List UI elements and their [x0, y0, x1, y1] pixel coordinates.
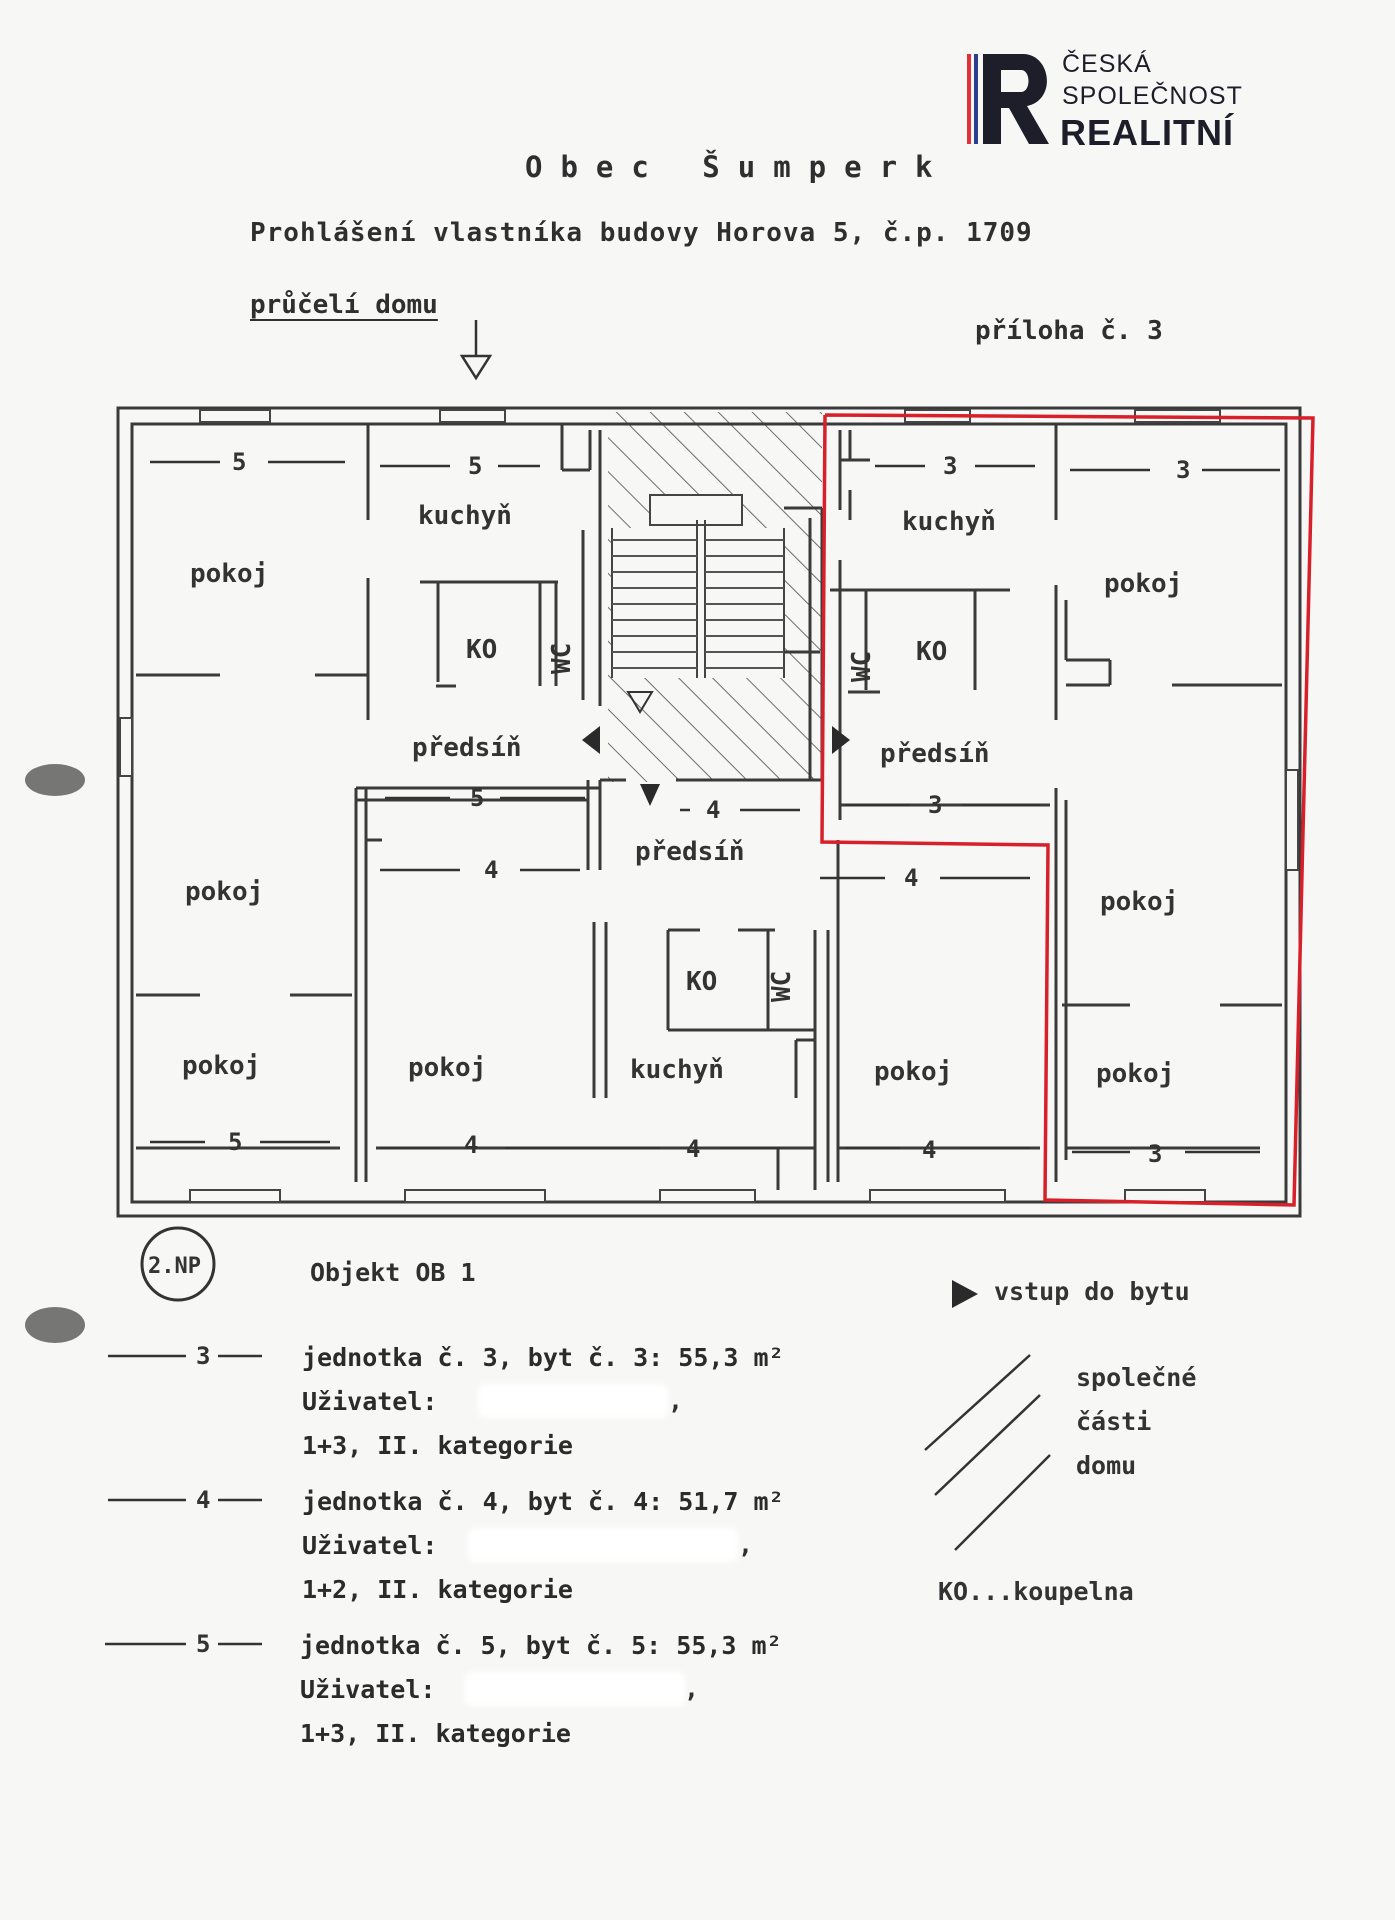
unit-4-legend: jednotka č. 4, byt č. 4: 51,7 m² Uživate…	[302, 1480, 784, 1612]
stair-treads	[612, 539, 784, 669]
unit-number-markers: 5 5 3 3 5 4 3 4 4 5 4 4 4 3	[228, 448, 1190, 1168]
logo-line-3: REALITNÍ	[1060, 112, 1234, 153]
frontage-arrow	[459, 320, 493, 381]
logo-line-2: SPOLEČNOST	[1062, 82, 1243, 110]
unit-5-legend: jednotka č. 5, byt č. 5: 55,3 m² Uživate…	[300, 1624, 782, 1756]
unit-marker: 3	[1176, 456, 1190, 484]
room-label: předsíň	[412, 733, 522, 763]
room-label: KO	[686, 967, 717, 997]
unit-marker: 4	[904, 864, 918, 892]
room-label: předsíň	[635, 837, 745, 867]
document-title: Obec Šumperk	[525, 150, 951, 184]
unit-5-category: 1+3, II. kategorie	[300, 1719, 571, 1748]
legend-marker: 3	[196, 1342, 210, 1370]
common-parts-legend-hatch	[924, 1354, 1051, 1551]
highlighted-unit-boundary	[820, 413, 1315, 1207]
room-labels: pokoj kuchyň KO WC předsíň kuchyň pokoj …	[182, 501, 1182, 1089]
entry-legend-arrow	[952, 1280, 978, 1308]
unit-marker: 4	[706, 796, 720, 824]
unit-marker: 3	[928, 791, 942, 819]
document-subtitle: Prohlášení vlastníka budovy Horova 5, č.…	[250, 218, 1033, 248]
common-parts-label-1: společné	[1076, 1363, 1196, 1392]
room-label: předsíň	[880, 739, 990, 769]
room-label: pokoj	[1104, 569, 1182, 599]
unit-marker: 4	[484, 856, 498, 884]
room-label: pokoj	[185, 877, 263, 907]
legend-marker: 5	[196, 1630, 210, 1658]
room-label: pokoj	[874, 1057, 952, 1087]
unit-marker: 4	[464, 1131, 478, 1159]
room-label: KO	[466, 635, 497, 665]
unit-marker: 3	[1148, 1140, 1162, 1168]
frontage-label: průčelí domu	[250, 290, 438, 320]
redacted-user-5	[465, 1672, 685, 1706]
unit-marker: 5	[468, 452, 482, 480]
redaction-comma: ,	[684, 1674, 700, 1703]
entry-arrows	[582, 726, 850, 806]
room-label: WC	[847, 651, 877, 682]
unit-marker: 4	[686, 1135, 700, 1163]
unit-boundary-lines	[150, 460, 1280, 1154]
floor-badge-circle	[140, 1226, 216, 1302]
redacted-user-3	[478, 1384, 668, 1418]
common-area-hatch	[608, 412, 822, 782]
unit-4-user-label: Uživatel:	[302, 1531, 438, 1560]
redaction-comma: ,	[738, 1530, 754, 1559]
punch-hole-mark	[25, 764, 85, 796]
legend-line-numbers: 3 4 5	[196, 1342, 210, 1658]
room-label: pokoj	[182, 1051, 260, 1081]
room-label: pokoj	[190, 559, 268, 589]
object-label: Objekt OB 1	[310, 1258, 476, 1287]
unit-3-legend: jednotka č. 3, byt č. 3: 55,3 m² Uživate…	[302, 1336, 784, 1468]
unit-3-area: jednotka č. 3, byt č. 3: 55,3 m²	[302, 1343, 784, 1372]
floor-badge-label: 2.NP	[148, 1254, 201, 1279]
room-label: KO	[916, 637, 947, 667]
legend-line-markers	[105, 1354, 262, 1646]
room-label: pokoj	[1100, 887, 1178, 917]
unit-marker: 3	[943, 452, 957, 480]
common-parts-label-2: části	[1076, 1407, 1151, 1436]
common-parts-label-3: domu	[1076, 1451, 1136, 1480]
annex-label: příloha č. 3	[975, 316, 1163, 346]
unit-marker: 5	[228, 1128, 242, 1156]
unit-3-category: 1+3, II. kategorie	[302, 1431, 573, 1460]
room-label: pokoj	[1096, 1059, 1174, 1089]
unit-5-area: jednotka č. 5, byt č. 5: 55,3 m²	[300, 1631, 782, 1660]
room-label: WC	[767, 971, 797, 1002]
room-label: pokoj	[408, 1053, 486, 1083]
unit-3-user-label: Uživatel:	[302, 1387, 438, 1416]
room-label: kuchyň	[418, 501, 512, 531]
redacted-user-4	[468, 1528, 738, 1562]
room-label: kuchyň	[630, 1055, 724, 1085]
punch-hole-mark	[25, 1307, 85, 1343]
unit-marker: 5	[232, 448, 246, 476]
ceska-spolecnost-realitni-logo	[967, 54, 1049, 144]
legend-marker: 4	[196, 1486, 210, 1514]
logo-line-1: ČESKÁ	[1062, 50, 1152, 78]
entry-legend-label: vstup do bytu	[994, 1277, 1190, 1306]
stair-direction-arrow	[626, 691, 654, 714]
room-label: kuchyň	[902, 507, 996, 537]
unit-marker: 5	[470, 784, 484, 812]
unit-4-area: jednotka č. 4, byt č. 4: 51,7 m²	[302, 1487, 784, 1516]
unit-marker: 4	[922, 1136, 936, 1164]
redaction-comma: ,	[668, 1386, 684, 1415]
unit-4-category: 1+2, II. kategorie	[302, 1575, 573, 1604]
ko-legend-label: KO...koupelna	[938, 1577, 1134, 1606]
room-label: WC	[547, 643, 577, 674]
unit-5-user-label: Uživatel:	[300, 1675, 436, 1704]
